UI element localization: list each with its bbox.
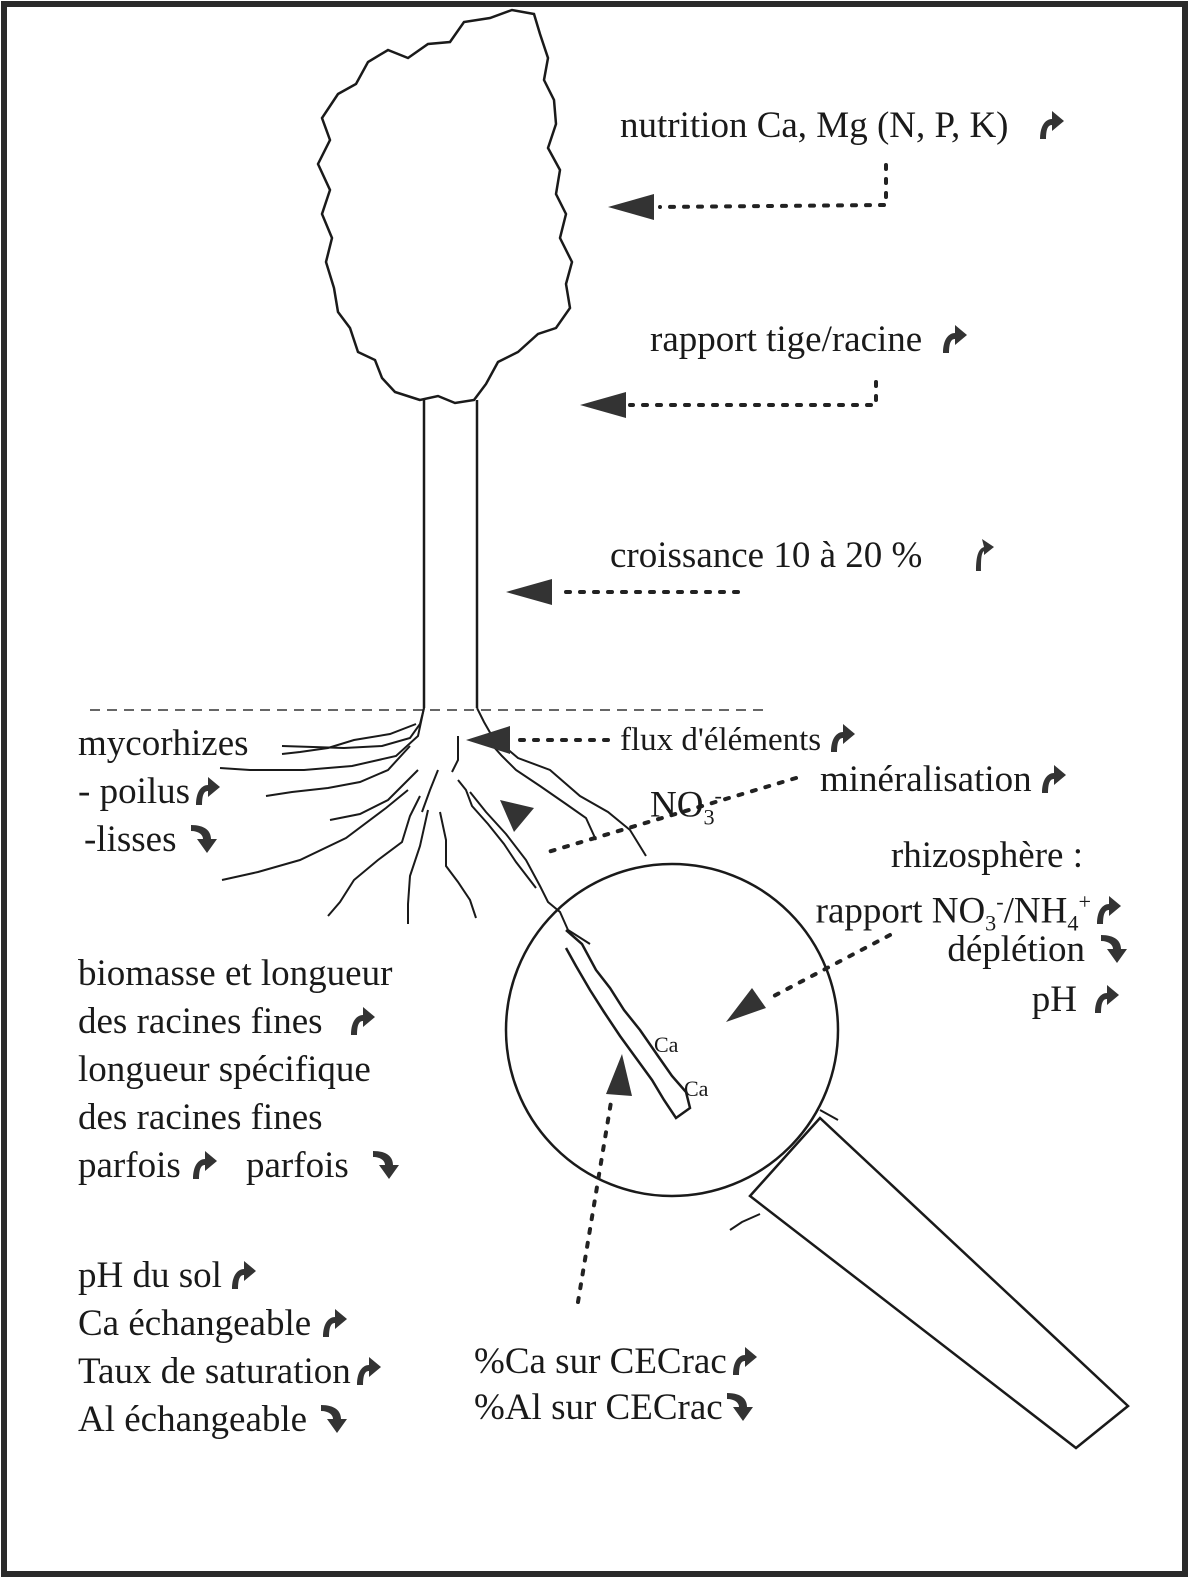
arrowheads (466, 194, 766, 1096)
curved-down-arrow-icon (1099, 931, 1129, 965)
label-longueur-2: des racines fines (78, 1097, 323, 1138)
label-ca-2: Ca (684, 1076, 709, 1101)
magnifier-lens (504, 862, 840, 1198)
curved-up-arrow-icon (1038, 761, 1068, 795)
curved-down-arrow-icon (189, 821, 219, 855)
label-ca-1: Ca (654, 1032, 679, 1057)
curved-down-arrow-icon (371, 1147, 401, 1181)
curved-up-arrow-icon (347, 1003, 377, 1037)
label-ph-sol: pH du sol (78, 1254, 258, 1298)
label-al-echangeable: Al échangeable (78, 1398, 349, 1442)
label-croissance: croissance 10 à 20 % (610, 534, 998, 578)
label-al-cecrac: %Al sur CECrac (474, 1386, 755, 1430)
curved-up-arrow-icon (968, 537, 998, 571)
dotted-connectors (512, 163, 892, 1304)
label-mycorhizes: mycorhizes (78, 723, 249, 764)
label-poilus: - poilus (78, 770, 222, 814)
label-mineralisation: minéralisation (820, 758, 1068, 802)
curved-up-arrow-icon (729, 1343, 759, 1377)
label-ca-echangeable: Ca échangeable (78, 1302, 349, 1346)
curved-up-arrow-icon (939, 321, 969, 355)
label-rhizosphere: rhizosphère : (890, 835, 1083, 876)
label-longueur-1: longueur spécifique (78, 1049, 371, 1090)
curved-up-arrow-icon (827, 720, 857, 754)
label-rapport-no3-nh4: rapport NO3-/NH4+ (816, 880, 1123, 946)
curved-up-arrow-icon (1091, 981, 1121, 1015)
label-flux-elements: flux d'éléments (620, 720, 857, 760)
curved-up-arrow-icon (192, 773, 222, 807)
label-no3: NO3- (650, 783, 722, 830)
label-ca-cecrac: %Ca sur CECrac (474, 1340, 759, 1384)
curved-down-arrow-icon (319, 1401, 349, 1435)
curved-up-arrow-icon (228, 1257, 258, 1291)
label-parfois: parfois parfois (78, 1144, 401, 1188)
label-biomasse-2: des racines fines (78, 1000, 377, 1044)
root-system (219, 707, 647, 945)
label-depletion: déplétion (947, 928, 1129, 972)
label-lisses: -lisses (84, 818, 219, 862)
label-ph-rhizo: pH (1032, 978, 1121, 1022)
curved-up-arrow-icon (319, 1305, 349, 1339)
label-biomasse-1: biomasse et longueur (78, 953, 393, 994)
curved-up-arrow-icon (189, 1147, 219, 1181)
label-rapport-tige: rapport tige/racine (650, 318, 969, 362)
label-nutrition: nutrition Ca, Mg (N, P, K) (620, 104, 1066, 148)
curved-down-arrow-icon (725, 1389, 755, 1423)
magnified-root (564, 929, 692, 1120)
curved-up-arrow-icon (353, 1353, 383, 1387)
curved-up-arrow-icon (1036, 107, 1066, 141)
tree-crown (316, 8, 574, 405)
curved-up-arrow-icon (1093, 892, 1123, 926)
magnifier-handle (748, 1116, 1130, 1450)
label-taux-saturation: Taux de saturation (78, 1350, 383, 1394)
